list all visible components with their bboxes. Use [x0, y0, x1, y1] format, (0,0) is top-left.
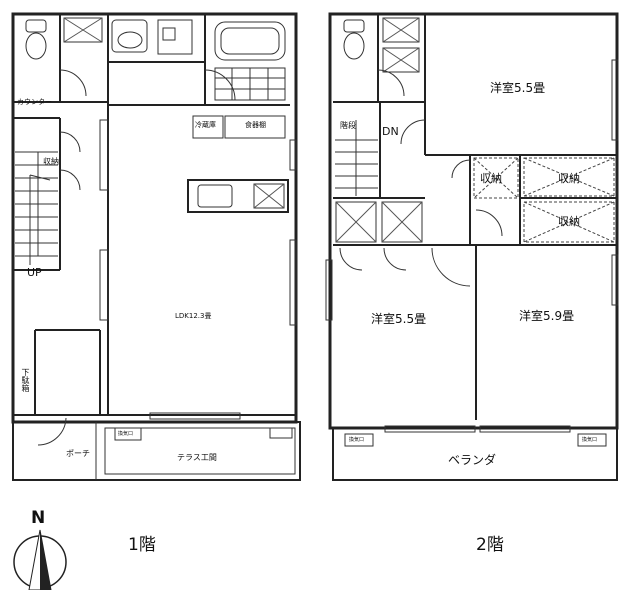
floor1-caption: 1階	[128, 535, 156, 555]
dn-label: DN	[382, 125, 399, 138]
storage-label-f1: 収納	[43, 157, 59, 166]
floor2-fixtures	[325, 17, 619, 447]
balcony-label: ベランダ	[448, 453, 497, 467]
north-label: N	[31, 508, 46, 528]
north-compass	[13, 529, 67, 590]
closet-c-label: 収納	[558, 215, 580, 228]
up-label: UP	[27, 266, 42, 279]
pantry-label: 食器棚	[245, 121, 266, 129]
room-sw-label: 洋室5.5畳	[371, 312, 427, 326]
floor2-caption: 2階	[476, 535, 504, 555]
ldk-label: LDK12.3畳	[175, 312, 212, 320]
porch-label: ポーチ	[66, 449, 90, 458]
terrace-label: テラス工間	[177, 453, 217, 462]
room-se-label: 洋室5.9畳	[519, 309, 575, 323]
closet-b-label: 収納	[558, 172, 580, 185]
floor2-walls	[328, 12, 619, 481]
vent-label-f2-left: 換気口	[349, 437, 365, 443]
counter-label: カウンター	[17, 98, 52, 106]
closet-a-label: 収納	[480, 172, 502, 185]
fridge-label: 冷蔵庫	[195, 121, 216, 129]
vent-label-f1: 換気口	[118, 431, 134, 437]
shoebox-label: 下駄箱	[21, 368, 30, 392]
vent-label-f2-right: 換気口	[582, 437, 598, 443]
floor1-walls	[11, 12, 301, 481]
floor1-fixtures	[15, 17, 297, 446]
room-ne-label: 洋室5.5畳	[490, 81, 546, 95]
stairs-label: 階段	[340, 121, 356, 130]
